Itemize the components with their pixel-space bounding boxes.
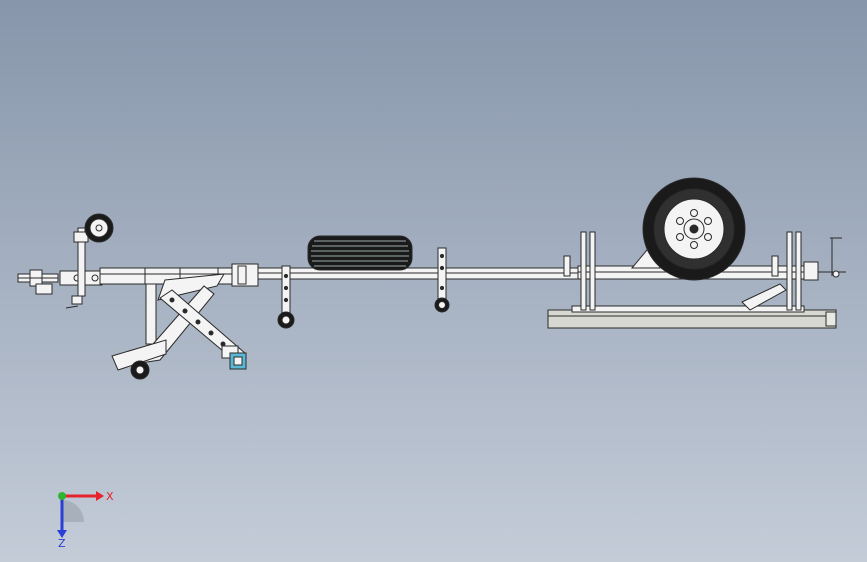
hanger-roller-rear[interactable] <box>434 247 450 313</box>
coordinate-triad: X Z <box>57 490 114 548</box>
x-arrowhead-icon <box>96 491 104 501</box>
x-axis-label: X <box>106 490 114 503</box>
y-axis-dot-icon <box>58 492 66 500</box>
z-axis-label: Z <box>58 537 66 548</box>
jockey-wheel[interactable] <box>65 213 114 309</box>
adjustable-arm[interactable] <box>159 289 247 370</box>
hitch-coupler[interactable] <box>17 269 103 295</box>
spare-tire[interactable] <box>307 235 413 271</box>
main-drawbar-beam[interactable] <box>99 263 259 287</box>
road-wheel[interactable] <box>642 177 746 281</box>
rear-bunk-rail[interactable] <box>547 305 837 329</box>
wheel-fender-bracket[interactable] <box>630 237 842 311</box>
hanger-roller-front[interactable] <box>277 265 295 329</box>
z-arrowhead-icon <box>57 530 67 538</box>
upright-posts[interactable] <box>563 231 802 311</box>
